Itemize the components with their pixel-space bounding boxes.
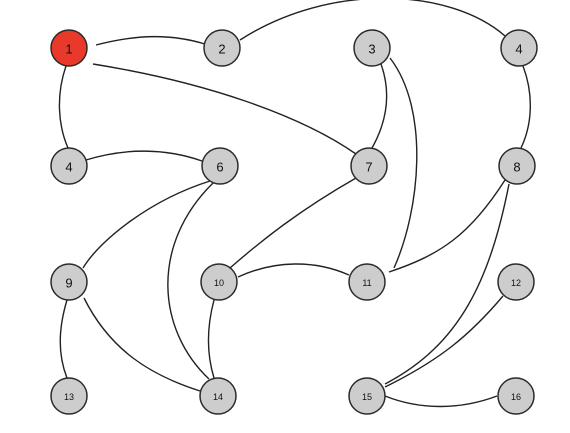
node-circle [353, 29, 391, 67]
edge-n10-n14 [207, 299, 215, 379]
node-label: 11 [362, 278, 371, 288]
node-circle [200, 263, 238, 301]
node-circle [203, 29, 241, 67]
node-label: 13 [64, 392, 74, 402]
node-label: 4 [65, 160, 72, 175]
edge-n12-n15 [384, 295, 504, 388]
node-circle [50, 263, 88, 301]
edge-n1-n2 [95, 35, 206, 46]
node-label: 15 [362, 392, 372, 402]
edge-n9-n13 [59, 299, 68, 379]
node-circle [350, 147, 388, 185]
edge-n6-n14 [167, 182, 214, 380]
edge-n3-n11 [389, 57, 418, 269]
node-circle [498, 147, 536, 185]
edge-n8-n15 [384, 183, 510, 385]
node-n8: 8 [498, 147, 536, 185]
node-circle [50, 29, 88, 67]
node-label: 6 [216, 160, 223, 175]
node-n16: 16 [497, 377, 535, 415]
node-label: 2 [218, 42, 225, 57]
node-label: 10 [214, 278, 224, 288]
edge-n7-n10 [229, 177, 357, 269]
node-label: 12 [511, 278, 521, 288]
node-n10: 10 [200, 263, 238, 301]
edge-n4b-n6 [85, 150, 203, 162]
node-circle [50, 377, 88, 415]
edge-n10-n11 [237, 263, 350, 278]
node-n1: 1 [50, 29, 88, 67]
node-circle [500, 29, 538, 67]
node-n9: 9 [50, 263, 88, 301]
node-circle [50, 147, 88, 185]
node-label: 7 [365, 160, 372, 175]
edge-n3-n7 [371, 63, 388, 149]
edge-n15-n16 [384, 395, 498, 408]
edge-n9-n14 [83, 297, 201, 392]
node-n7: 7 [350, 147, 388, 185]
node-n2: 2 [203, 29, 241, 67]
node-n12: 12 [497, 263, 535, 301]
node-n3: 3 [353, 29, 391, 67]
node-circle [348, 263, 386, 301]
node-label: 3 [368, 42, 375, 57]
node-label: 1 [65, 42, 72, 57]
node-circle [201, 147, 239, 185]
node-circle [348, 377, 386, 415]
node-circle [199, 377, 237, 415]
node-n15: 15 [348, 377, 386, 415]
node-n6: 6 [201, 147, 239, 185]
node-n11: 11 [348, 263, 386, 301]
node-label: 14 [213, 392, 223, 402]
edge-n1-n7 [92, 63, 357, 155]
node-n14: 14 [199, 377, 237, 415]
edges-layer [58, 0, 531, 408]
node-label: 4 [515, 42, 522, 57]
edge-n1-n4b [58, 65, 69, 149]
node-circle [497, 377, 535, 415]
node-label: 9 [65, 276, 72, 291]
edge-n2-n4a [239, 0, 506, 41]
edge-n4a-n8 [520, 65, 531, 149]
node-circle [497, 263, 535, 301]
node-label: 8 [513, 160, 520, 175]
edge-n6-n9 [82, 180, 211, 269]
edge-n8-n11 [388, 179, 506, 273]
node-n4b: 4 [50, 147, 88, 185]
node-n13: 13 [50, 377, 88, 415]
node-n4a: 4 [500, 29, 538, 67]
node-label: 16 [511, 392, 521, 402]
